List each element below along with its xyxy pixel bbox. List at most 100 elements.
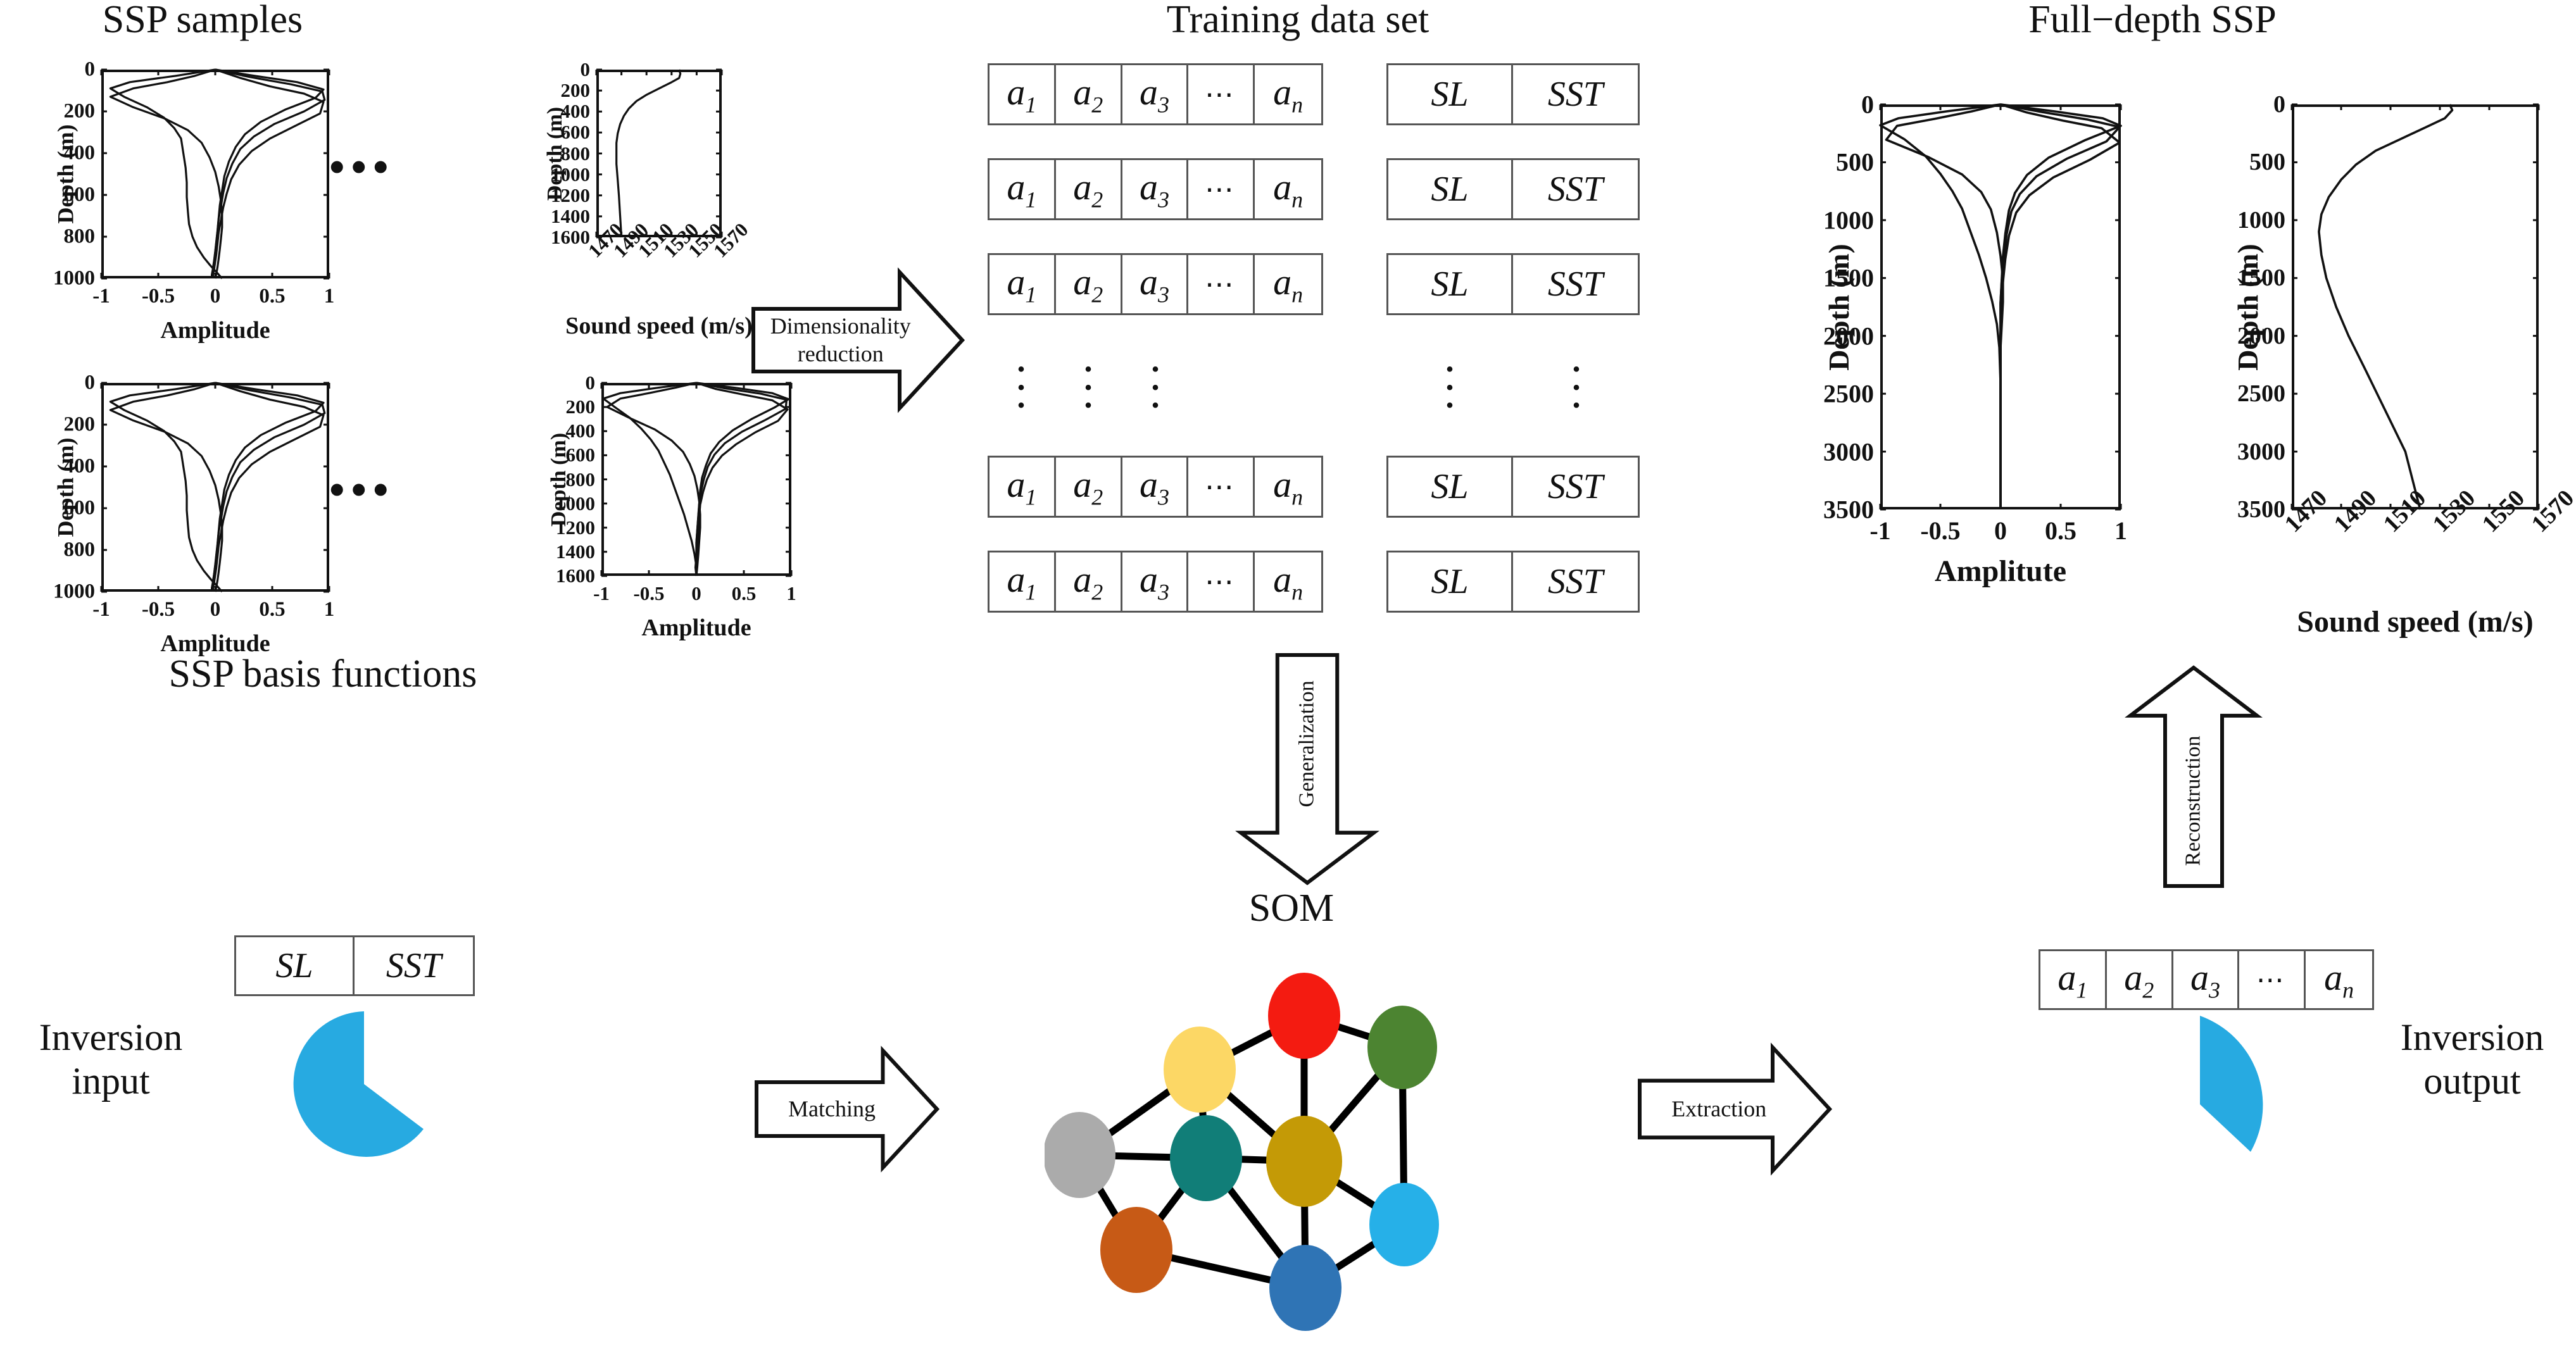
som-node-green[interactable]	[1367, 1006, 1437, 1089]
inversion-output-wedge-icon	[2187, 1016, 2295, 1158]
coefficient-index: 1	[1025, 187, 1037, 213]
series-mode-4	[695, 382, 789, 576]
inversion-input-wedge-icon	[288, 1011, 440, 1157]
y-tick-label: 1000	[53, 266, 95, 290]
som-network	[1043, 952, 1450, 1345]
target-cell: SL	[1388, 458, 1514, 516]
matching-arrow-svg	[755, 1045, 940, 1173]
y-tick-label: 1500	[2237, 265, 2285, 292]
output-coefficient-cell: an	[2306, 951, 2372, 1008]
series-mode-1	[1879, 103, 2002, 509]
coefficient-cell: ⋯	[1188, 552, 1255, 611]
coefficient-cell: a3	[1122, 255, 1189, 313]
arrow-reconstruction: Reconstruction	[2125, 665, 2263, 888]
som-node-gray[interactable]	[1043, 1112, 1115, 1198]
som-node-orange[interactable]	[1100, 1207, 1172, 1293]
output-coefficient-cell: ⋯	[2239, 951, 2306, 1008]
coefficient-index: 2	[1091, 282, 1103, 308]
y-tick-label: 1000	[2237, 206, 2285, 234]
coefficient-cell: ⋯	[1188, 458, 1255, 516]
plot-curves	[100, 68, 330, 280]
series-mode-4	[211, 68, 325, 278]
coefficient-symbol: a1	[1007, 463, 1037, 510]
coefficient-cell: a1	[990, 552, 1056, 611]
y-tick-label: 1000	[1823, 206, 1874, 235]
series-mode-5	[109, 382, 223, 592]
coefficient-index: 3	[1158, 187, 1170, 213]
coefficient-cell: a2	[1056, 255, 1122, 313]
plot-frame	[2292, 104, 2539, 509]
x-axis-label: Amplitude	[641, 615, 751, 641]
arrow-dimensionality-reduction: Dimensionality reduction	[751, 267, 965, 413]
x-axis-label: Amplitute	[1935, 554, 2066, 588]
y-tick-label: 2500	[2237, 380, 2285, 408]
series-mode-2	[695, 382, 790, 576]
y-tick-label: 500	[1836, 147, 1874, 177]
target-cell: SL	[1388, 255, 1514, 313]
coefficient-symbol: a1	[1007, 558, 1037, 605]
coefficient-index: 2	[1091, 579, 1103, 605]
extraction-arrow-shape	[1638, 1042, 1833, 1176]
coefficient-cell: an	[1255, 160, 1321, 218]
coefficient-symbol: a2	[1073, 463, 1103, 510]
y-tick-label: 3000	[1823, 437, 1874, 466]
coefficient-symbol: a3	[1140, 261, 1170, 308]
series-mode-3	[211, 382, 326, 592]
coefficient-index: 1	[1025, 579, 1037, 605]
som-node-red[interactable]	[1268, 973, 1340, 1059]
y-tick-label: 400	[63, 141, 96, 165]
title-ssp-samples: SSP samples	[102, 0, 303, 41]
y-tick-label: 2500	[1823, 379, 1874, 408]
x-axis-label: Amplitude	[160, 317, 270, 344]
coefficient-index: n	[1291, 92, 1304, 118]
coefficient-index: 2	[1091, 92, 1103, 118]
y-tick-label: 400	[565, 420, 596, 442]
y-axis-label: Depth (m)	[543, 106, 567, 201]
coefficient-symbol: a1	[2058, 956, 2088, 1003]
som-node-blue[interactable]	[1269, 1245, 1341, 1331]
som-node-yellow[interactable]	[1164, 1027, 1236, 1113]
output-coefficient-cell: a2	[2107, 951, 2173, 1008]
y-tick-label: 1600	[556, 565, 595, 587]
y-tick-label: 0	[1861, 90, 1874, 119]
series-mode-2	[211, 68, 325, 278]
y-tick-label: 3500	[1823, 495, 1874, 524]
coefficient-cell: an	[1255, 255, 1321, 313]
vertical-ellipsis: •••	[1446, 359, 1454, 416]
y-tick-label: 0	[84, 371, 96, 394]
coefficient-symbol: an	[1273, 71, 1304, 118]
x-tick-label: 0.5	[259, 285, 286, 308]
som-node-dark-yellow[interactable]	[1266, 1116, 1342, 1207]
dimensionality-reduction-arrow-shape	[751, 267, 965, 413]
x-tick-label: -0.5	[633, 582, 665, 604]
target-cell: SST	[1547, 265, 1604, 304]
vertical-ellipsis: •••	[1573, 359, 1580, 416]
coefficient-index: 2	[1091, 484, 1103, 510]
coefficient-symbol: a1	[1007, 166, 1037, 213]
y-axis-label: Depth (m)	[52, 124, 78, 224]
y-tick-label: 800	[565, 468, 596, 490]
y-tick-label: 200	[560, 79, 591, 102]
coefficient-index: 1	[2076, 977, 2088, 1003]
inversion-output-label-line-1: Inversion	[2400, 1016, 2544, 1058]
arrow-matching: Matching	[755, 1045, 940, 1173]
x-tick-label: 1	[786, 582, 796, 604]
coefficient-symbol: a1	[1007, 261, 1037, 308]
generalization-arrow-svg	[1235, 653, 1379, 885]
som-node-light-blue[interactable]	[1369, 1183, 1439, 1266]
coefficient-symbol: a2	[1073, 558, 1103, 605]
coefficient-symbol: an	[2324, 956, 2354, 1003]
y-tick-label: 3000	[2237, 438, 2285, 465]
som-node-teal[interactable]	[1170, 1115, 1242, 1201]
coefficient-cell: ⋯	[1188, 160, 1255, 218]
x-tick-label: -1	[92, 598, 110, 621]
